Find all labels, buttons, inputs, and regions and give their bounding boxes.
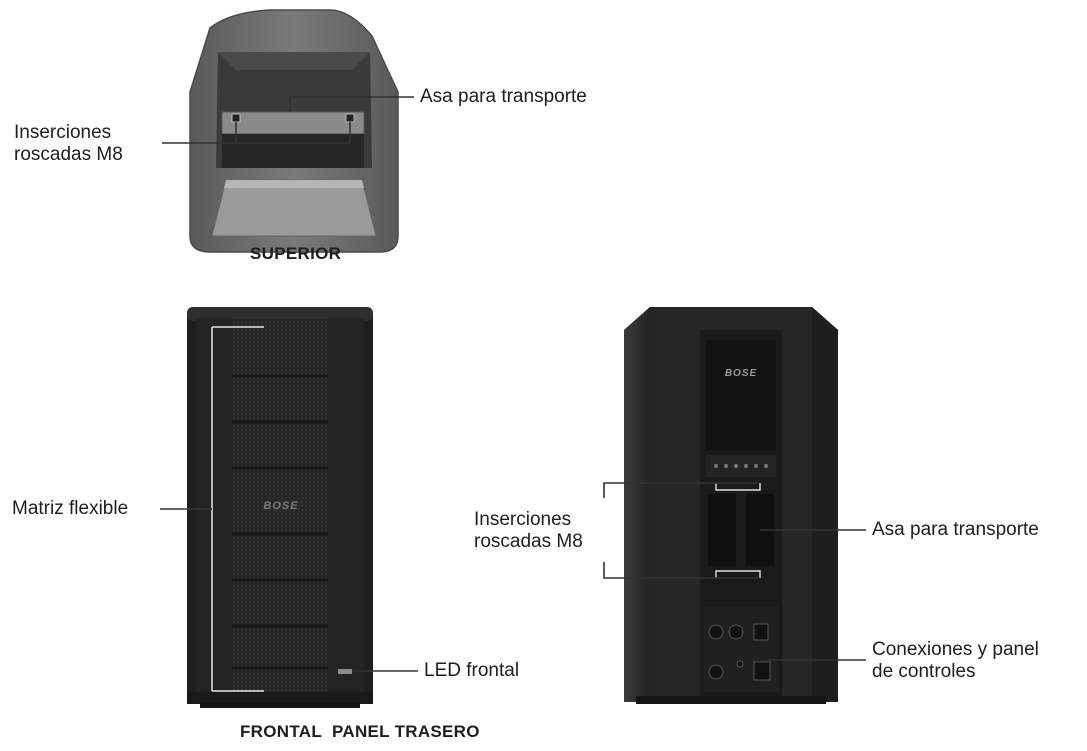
leader-lines xyxy=(160,96,866,672)
top-view-speaker xyxy=(189,9,399,253)
rear-handle-left xyxy=(708,494,736,566)
threaded-insert-right-icon xyxy=(345,113,355,123)
label-rear-threaded-inserts: Inserciones roscadas M8 xyxy=(474,509,583,553)
top-handle-bar xyxy=(221,111,365,135)
caption-rear: PANEL TRASERO xyxy=(332,722,480,741)
label-front-flex-array: Matriz flexible xyxy=(12,498,129,519)
front-view-speaker xyxy=(187,307,373,708)
flex-array-segments xyxy=(232,374,328,670)
label-rear-connections-line1: Conexiones y panel xyxy=(872,639,1039,660)
front-led-icon xyxy=(338,669,352,674)
label-top-threaded-inserts: Inserciones roscadas M8 xyxy=(14,122,123,166)
top-front-lip xyxy=(211,179,377,237)
rear-bose-logo: BOSE xyxy=(724,368,758,379)
label-top-threaded-inserts-line2: roscadas M8 xyxy=(14,144,123,165)
threaded-insert-left-icon xyxy=(231,113,241,123)
label-rear-connections-line2: de controles xyxy=(872,661,976,682)
control-knob-icons xyxy=(708,623,771,681)
label-rear-threaded-inserts-line1: Inserciones xyxy=(474,509,572,530)
label-rear-connections-panel: Conexiones y panel de controles xyxy=(872,639,1039,683)
label-front-led: LED frontal xyxy=(424,660,520,681)
label-rear-threaded-inserts-line2: roscadas M8 xyxy=(474,531,583,552)
label-top-threaded-inserts-line1: Inserciones xyxy=(14,122,112,143)
rear-view-speaker xyxy=(624,307,838,704)
label-top-carry-handle: Asa para transporte xyxy=(420,86,587,107)
caption-front: FRONTAL xyxy=(240,722,323,741)
label-rear-carry-handle: Asa para transporte xyxy=(872,519,1039,540)
front-bose-logo: BOSE xyxy=(263,500,299,512)
caption-top: SUPERIOR xyxy=(250,244,342,263)
